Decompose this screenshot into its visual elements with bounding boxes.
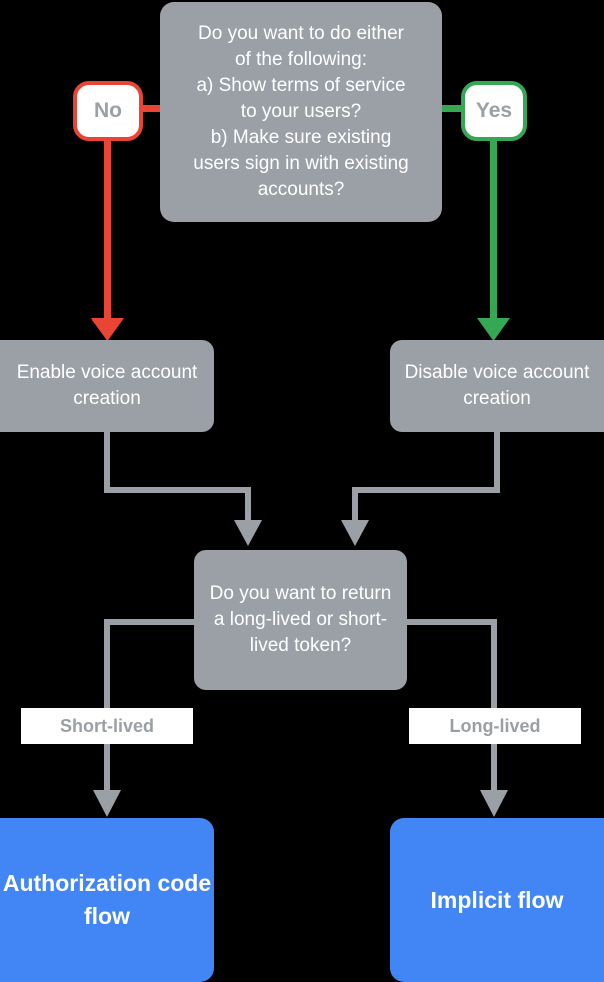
box-auth-line-1: Authorization <box>2 870 152 896</box>
edge-enable-to-decision <box>104 432 262 546</box>
box-implicit-line-1: Implicit <box>430 886 512 913</box>
choice-yes[interactable]: Yes <box>461 81 527 141</box>
choice-no-label: No <box>94 99 122 122</box>
edge-label-long-lived: Long-lived <box>409 708 581 744</box>
decision-top-line-3: a) Show terms of service <box>196 75 406 96</box>
decision-top-line-4: to your users? <box>240 101 362 122</box>
edge-no-to-enable <box>91 139 124 341</box>
process-node-disable-voice-account-creation[interactable]: Disable voice account creation <box>390 340 604 432</box>
box-auth-line-2: code flow <box>84 870 212 929</box>
box-disable-line-1: Disable voice <box>404 362 518 383</box>
decision-top-line-1: Do you want to do either <box>198 23 404 44</box>
choice-no[interactable]: No <box>73 81 143 141</box>
choice-yes-label: Yes <box>475 99 513 122</box>
box-enable-line-2: account creation <box>73 362 198 409</box>
decision-mid-line-4: token? <box>294 635 352 656</box>
decision-top-line-5: b) Make sure existing <box>210 127 392 148</box>
edge-label-short-lived-text: Short-lived <box>59 715 154 736</box>
edge-disable-to-decision <box>341 432 500 546</box>
box-enable-line-1: Enable voice <box>16 362 126 383</box>
decision-top-line-6: users sign in with existing <box>193 153 409 174</box>
edge-label-short-lived: Short-lived <box>21 708 193 744</box>
decision-top-line-2: of the following: <box>234 49 368 70</box>
decision-top-line-7: accounts? <box>257 179 345 200</box>
process-node-enable-voice-account-creation[interactable]: Enable voice account creation <box>0 340 214 432</box>
edge-decision-to-yes <box>439 105 463 112</box>
edge-label-long-lived-text: Long-lived <box>449 715 541 736</box>
box-disable-line-2: account creation <box>463 362 590 409</box>
edge-yes-to-disable <box>477 139 510 341</box>
decision-node-token-lifetime[interactable]: Do you want to return a long-lived or sh… <box>194 550 407 690</box>
decision-node-terms-and-existing-users[interactable]: Do you want to do either of the followin… <box>160 2 442 222</box>
box-implicit-line-2: flow <box>517 886 564 913</box>
decision-mid-line-2: return a long-lived <box>213 583 392 630</box>
terminal-node-implicit-flow[interactable]: Implicit flow <box>390 818 604 982</box>
decision-mid-line-3: or short-lived <box>249 609 388 656</box>
decision-mid-line-1: Do you want to <box>209 583 337 604</box>
terminal-node-authorization-code-flow[interactable]: Authorization code flow <box>0 818 214 982</box>
